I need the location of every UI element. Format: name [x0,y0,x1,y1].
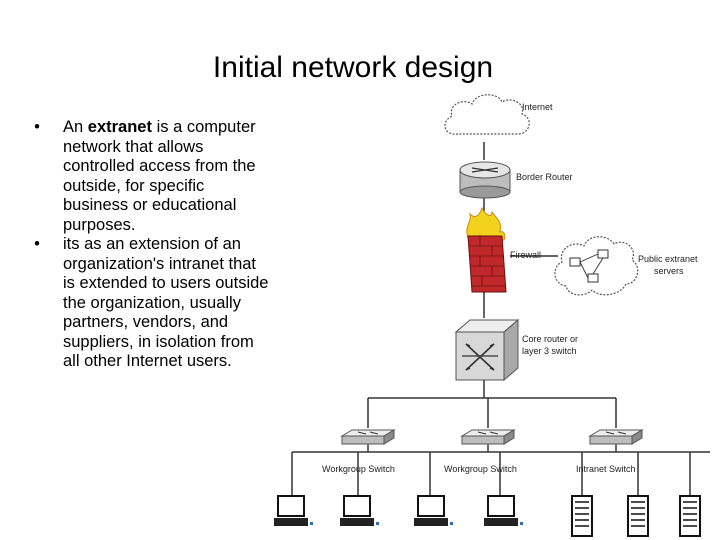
server-tower-icon [679,495,701,537]
firewall-label: Firewall [510,250,541,260]
workgroup-switch-1-icon [340,429,396,445]
workstation-icon [414,495,453,526]
internet-label: Internet [522,102,553,112]
bullet-text: its as an extension of an organization's… [63,235,269,370]
core-router-label-line1: Core router or [522,334,578,344]
slide-title: Initial network design [212,51,494,84]
firewall-icon [466,206,507,293]
bullet-list: • An extranet is a computer network that… [30,118,270,372]
public-servers-cloud-icon [554,236,639,296]
workgroup-switch-2-label: Workgroup Switch [444,464,517,474]
bullet-lead-text: An [63,118,88,136]
border-router-label: Border Router [516,172,573,182]
workstation-icon [340,495,379,526]
public-servers-label-line1: Public extranet [638,254,698,264]
workstation-icon [274,495,313,526]
bullet-extranet-definition: • An extranet is a computer network that… [30,118,270,235]
workstation-icon [484,495,523,526]
public-servers-label-line2: servers [654,266,684,276]
border-router-icon [459,161,511,199]
workgroup-switch-2-icon [460,429,516,445]
bullet-rest-text: is a computer network that allows contro… [63,118,256,234]
server-tower-icon [571,495,593,537]
network-diagram: Internet Border Router Firewall Public e… [274,94,710,537]
core-switch-icon [454,318,520,382]
server-tower-icon [627,495,649,537]
bullet-marker: • [34,118,40,136]
intranet-switch-label: Intranet Switch [576,464,636,474]
bullet-marker: • [34,235,40,253]
core-router-label-line2: layer 3 switch [522,346,577,356]
connection-lines [291,142,710,496]
bullet-extranet-extension: • its as an extension of an organization… [30,235,270,372]
internet-cloud-icon [444,94,530,135]
workgroup-switch-1-label: Workgroup Switch [322,464,395,474]
bullet-bold-term: extranet [87,118,152,136]
intranet-switch-icon [588,429,644,445]
